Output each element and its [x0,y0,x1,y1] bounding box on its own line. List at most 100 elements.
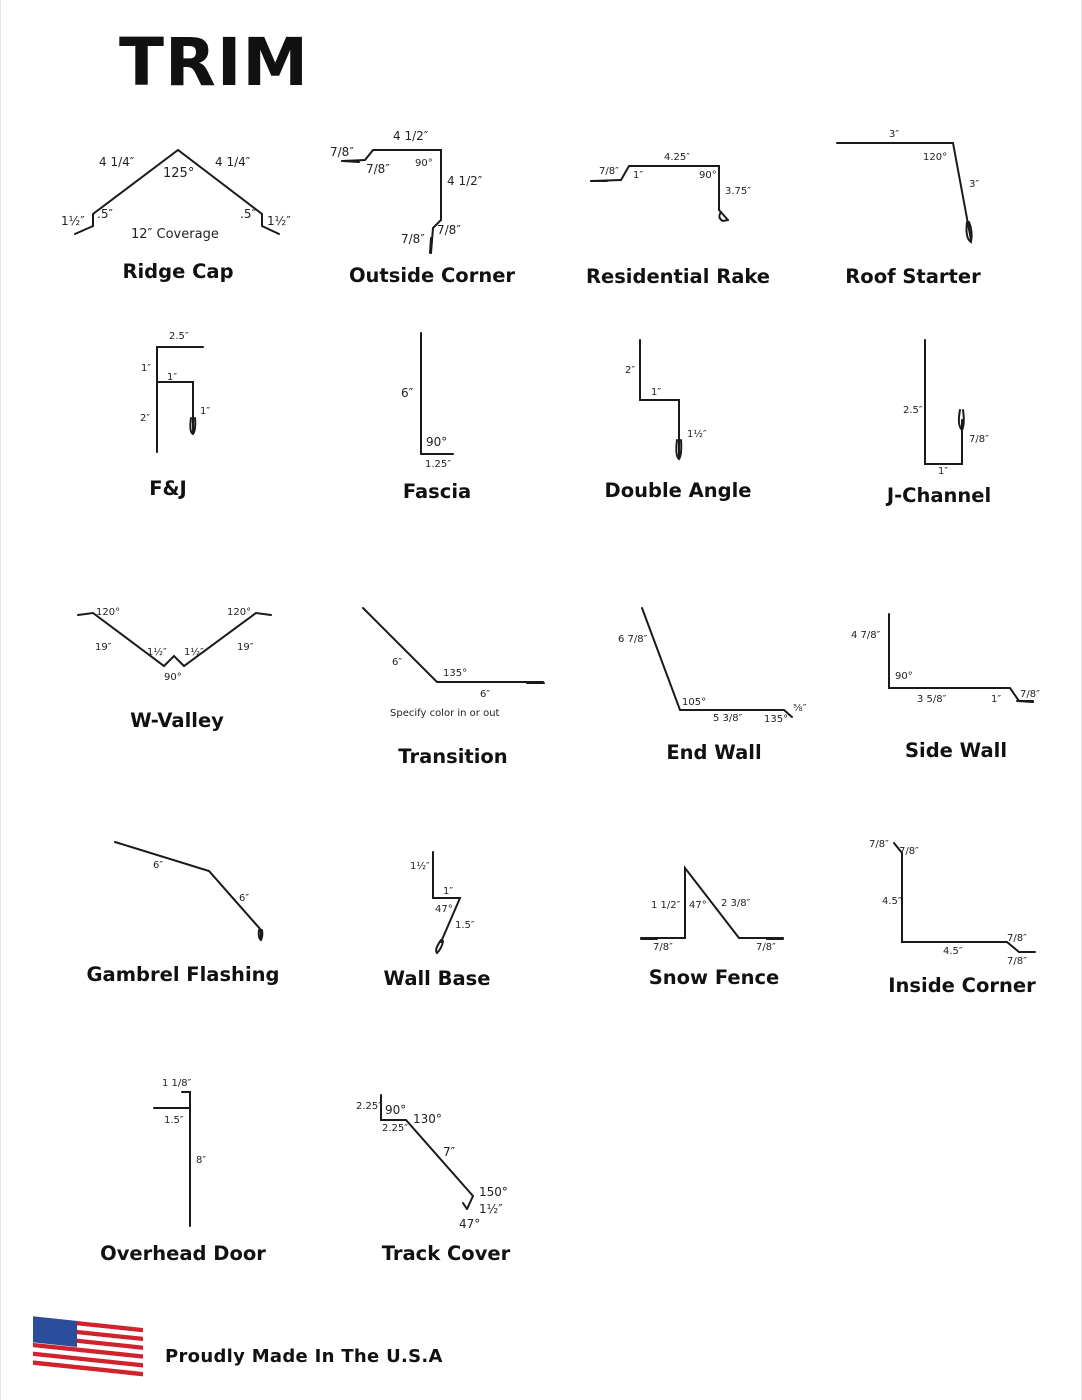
transition-dim-slope: 6″ [392,657,402,668]
w-valley-label: W-Valley [130,709,224,732]
wall-base-profile: 1½″ 1″ 47° 1.5″ Wall Base [384,851,490,990]
double-angle-label: Double Angle [605,479,752,502]
inside-corner-dim-hem-top: 7/8″ [869,839,889,850]
w-valley-angle-left: 120° [96,607,120,618]
track-cover-dim-slope: 7″ [443,1145,456,1159]
residential-rake-dim-top: 4.25″ [664,152,690,163]
ridge-cap-dim-left: 4 1/4″ [99,155,135,169]
transition-dim-flat: 6″ [480,689,490,700]
residential-rake-dim-side: 3.75″ [725,186,751,197]
ridge-cap-dim-step-left: .5″ [97,207,113,221]
fascia-angle: 90° [426,435,447,449]
f-and-j-line [156,346,204,453]
w-valley-profile: 120° 120° 19″ 1½″ 1½″ 19″ 90° W-Valley [77,607,272,732]
overhead-door-profile: 1 1/8″ 1.5″ 8″ Overhead Door [100,1078,266,1265]
fascia-dim-bottom: 1.25″ [425,459,451,470]
outside-corner-dim-step-top: 7/8″ [366,162,390,176]
gambrel-flashing-dim-upper: 6″ [153,860,163,871]
residential-rake-angle: 90° [699,170,717,181]
end-wall-angle-bottom: 105° [682,697,706,708]
outside-corner-dim-top: 4 1/2″ [393,129,429,143]
j-channel-dim-bottom: 1″ [938,466,948,477]
side-wall-profile: 4 7/8″ 90° 3 5/8″ 1″ 7/8″ Side Wall [851,613,1040,762]
double-angle-profile: 2″ 1″ 1½″ Double Angle [605,339,752,502]
made-in-usa-tagline: Proudly Made In The U.S.A [165,1346,443,1367]
side-wall-dim-flat: 3 5/8″ [917,694,947,705]
inside-corner-label: Inside Corner [888,974,1036,997]
gambrel-flashing-line [114,841,262,939]
transition-line [362,607,544,683]
f-and-j-dim-lower: 2″ [140,413,150,424]
ridge-cap-dim-hem-left: 1½″ [61,214,85,228]
track-cover-angle-hem: 47° [459,1217,480,1231]
outside-corner-dim-hem-bottom: 7/8″ [401,232,425,246]
wall-base-line [432,851,462,943]
snow-fence-label: Snow Fence [649,966,780,989]
j-channel-profile: 2.5″ 7/8″ 1″ J-Channel [885,339,991,507]
j-channel-dim-return: 7/8″ [969,434,989,445]
side-wall-dim-hem: 7/8″ [1020,689,1040,700]
roof-starter-line [836,142,972,241]
snow-fence-line [640,865,784,939]
track-cover-line [380,1094,475,1210]
track-cover-angle-bottom: 150° [479,1185,508,1199]
f-and-j-dim-step: 1″ [167,372,177,383]
track-cover-angle-top: 90° [385,1103,406,1117]
track-cover-label: Track Cover [382,1242,511,1265]
wall-base-dim-leg: 1.5″ [455,920,475,931]
inside-corner-dim-side: 4.5″ [882,896,902,907]
f-and-j-profile: 2.5″ 1″ 1″ 2″ 1″ F&J [140,331,210,500]
snow-fence-dim-slope: 2 3/8″ [721,898,751,909]
double-angle-dim-upper: 2″ [625,365,635,376]
gambrel-flashing-label: Gambrel Flashing [87,963,280,986]
double-angle-dim-step: 1″ [651,387,661,398]
transition-angle: 135° [443,668,467,679]
ridge-cap-angle: 125° [163,166,194,181]
transition-note: Specify color in or out [390,708,500,719]
w-valley-dim-left: 19″ [95,642,112,653]
outside-corner-angle: 90° [415,158,433,169]
j-channel-line [924,339,963,465]
inside-corner-dim-bottom: 4.5″ [943,946,963,957]
overhead-door-line [181,1091,191,1227]
ridge-cap-dim-hem-right: 1½″ [267,214,291,228]
gambrel-flashing-profile: 6″ 6″ Gambrel Flashing [87,841,280,986]
inside-corner-dim-step-bottom: 7/8″ [1007,933,1027,944]
double-angle-line [639,339,680,458]
double-angle-dim-lower: 1½″ [687,428,707,440]
track-cover-angle-bend: 130° [413,1112,442,1126]
ridge-cap-dim-step-right: .5″ [240,207,256,221]
residential-rake-label: Residential Rake [586,265,770,288]
w-valley-dim-rib-left: 1½″ [147,646,167,658]
snow-fence-dim-upright: 1 1/2″ [651,900,681,911]
roof-starter-profile: 3″ 120° 3″ Roof Starter [836,129,981,288]
end-wall-dim-flat: 5 3/8″ [713,713,743,724]
overhead-door-label: Overhead Door [100,1242,266,1265]
f-and-j-dim-top: 2.5″ [169,331,189,342]
outside-corner-label: Outside Corner [349,264,515,287]
end-wall-profile: 6 7/8″ 105° 5 3/8″ 135° ⅝″ End Wall [618,607,807,764]
end-wall-line [641,607,793,718]
j-channel-label: J-Channel [885,484,991,507]
w-valley-dim-right: 19″ [237,642,254,653]
snow-fence-profile: 1 1/2″ 47° 2 3/8″ 7/8″ 7/8″ Snow Fence [640,865,784,989]
outside-corner-dim-hem-top: 7/8″ [330,145,354,159]
inside-corner-dim-hem-bottom: 7/8″ [1007,956,1027,967]
side-wall-line [888,613,1034,702]
ridge-cap-profile: 4 1/4″ 4 1/4″ 125° 1½″ .5″ .5″ 1½″ 12″ C… [61,148,291,283]
roof-starter-dim-side: 3″ [969,179,979,190]
side-wall-label: Side Wall [905,739,1007,762]
f-and-j-dim-upper: 1″ [141,363,151,374]
side-wall-angle: 90° [895,671,913,682]
fascia-dim-side: 6″ [401,386,414,400]
outside-corner-dim-side: 4 1/2″ [447,174,483,188]
ridge-cap-line [74,148,280,235]
end-wall-dim-kick: ⅝″ [793,703,807,714]
overhead-door-dim-height: 8″ [196,1155,206,1166]
us-flag-icon [33,1316,143,1377]
transition-profile: 6″ 135° 6″ Specify color in or out Trans… [362,607,545,768]
gambrel-flashing-dim-lower: 6″ [239,893,249,904]
side-wall-dim-side: 4 7/8″ [851,630,881,641]
outside-corner-profile: 4 1/2″ 7/8″ 7/8″ 90° 4 1/2″ 7/8″ 7/8″ Ou… [330,129,515,287]
